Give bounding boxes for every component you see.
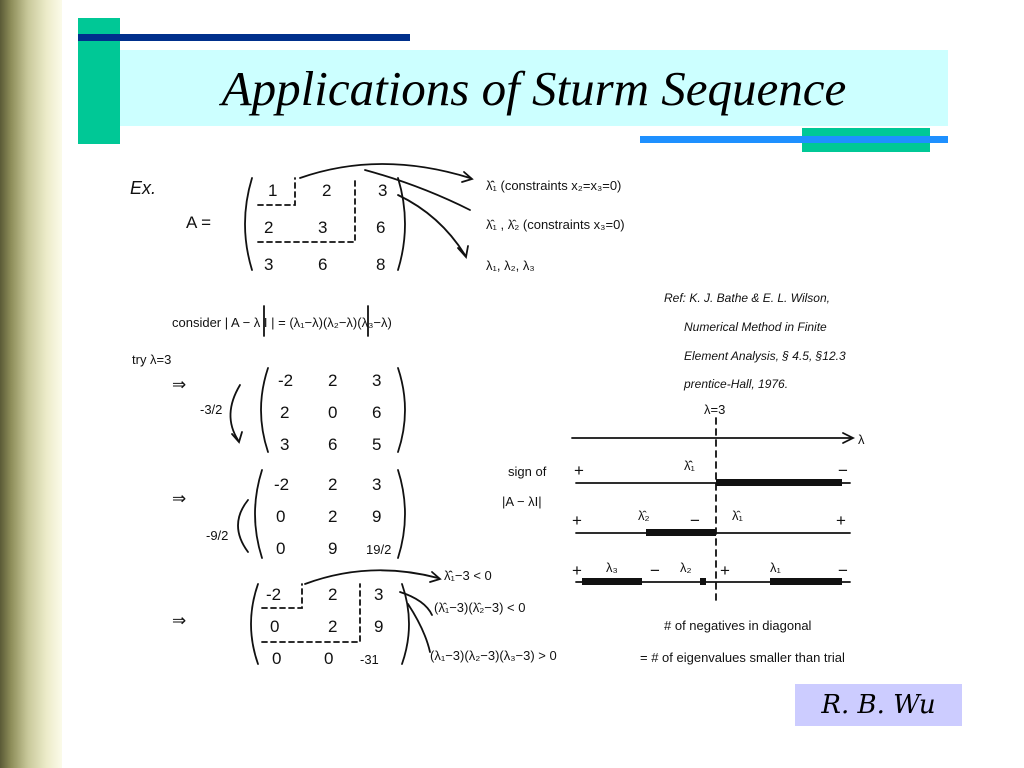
matrix-cell: 6 <box>328 435 337 454</box>
trial-label: λ=3 <box>704 402 725 417</box>
inequality: (λ₁−3)(λ₂−3)(λ₃−3) > 0 <box>430 648 557 663</box>
reference-line: prentice-Hall, 1976. <box>683 377 788 391</box>
sign-minus: − <box>690 511 700 530</box>
sign-plus: + <box>572 511 582 530</box>
sign-plus: + <box>572 561 582 580</box>
matrix-cell: 2 <box>328 371 337 390</box>
consider-equation: consider | A − λ I | = (λ₁−λ)(λ₂−λ)(λ₃−λ… <box>172 315 392 330</box>
matrix-cell: 2 <box>280 403 289 422</box>
matrix-cell: 6 <box>372 403 381 422</box>
matrix-cell: 3 <box>372 475 381 494</box>
sign-plus: + <box>720 561 730 580</box>
matrix-cell: 9 <box>328 539 337 558</box>
matrix-cell: 9 <box>372 507 381 526</box>
matrix-cell: 3 <box>318 218 327 237</box>
matrix-cell: 2 <box>328 475 337 494</box>
matrix-cell: -31 <box>360 652 379 667</box>
matrix-cell: 3 <box>374 585 383 604</box>
matrix-cell: 8 <box>376 255 385 274</box>
try-label: try λ=3 <box>132 352 171 367</box>
matrix-cell: 6 <box>318 255 327 274</box>
eigen-note: λ̂₁ , λ̂₂ (constraints x₃=0) <box>486 217 625 232</box>
matrix-cell: -2 <box>278 371 293 390</box>
title-banner: Applications of Sturm Sequence <box>120 50 948 126</box>
eigen-marker: λ₂ <box>680 560 692 575</box>
implies-arrow: ⇒ <box>172 489 186 508</box>
implies-arrow: ⇒ <box>172 611 186 630</box>
sign-minus: − <box>838 561 848 580</box>
count-note: = # of eigenvalues smaller than trial <box>640 650 845 665</box>
author-credit: R. B. Wu <box>795 684 962 726</box>
eigen-marker: λ̂₁ <box>732 508 744 523</box>
row-multiplier: -9/2 <box>206 528 228 543</box>
blue-accent-line <box>640 136 948 143</box>
matrix-cell: 9 <box>374 617 383 636</box>
matrix-cell: 0 <box>270 617 279 636</box>
matrix-cell: 5 <box>372 435 381 454</box>
matrix-cell: 3 <box>372 371 381 390</box>
matrix-cell: 2 <box>328 585 337 604</box>
inequality: (λ̂₁−3)(λ̂₂−3) < 0 <box>434 600 525 615</box>
matrix-cell: 3 <box>280 435 289 454</box>
reference-line: Ref: K. J. Bathe & E. L. Wilson, <box>664 291 830 305</box>
matrix-cell: 0 <box>276 507 285 526</box>
navy-accent-line <box>78 34 410 41</box>
left-gradient-bar <box>0 0 62 768</box>
eigen-note: λ₁, λ₂, λ₃ <box>486 258 535 273</box>
axis-label: λ <box>858 432 865 447</box>
matrix-cell: 2 <box>264 218 273 237</box>
eigen-marker: λ₃ <box>606 560 618 575</box>
inequality: λ̂̂₁−3 < 0 <box>444 568 492 583</box>
matrix-cell: 0 <box>324 649 333 668</box>
matrix-cell: 3 <box>264 255 273 274</box>
eigen-marker: λ̂₂ <box>638 508 650 523</box>
eigen-marker: λ̂̂₁ <box>684 458 696 473</box>
sign-label: |A − λI| <box>502 494 542 509</box>
sign-label: sign of <box>508 464 547 479</box>
sign-plus: + <box>574 461 584 480</box>
matrix-cell: 19/2 <box>366 542 391 557</box>
matrix-cell: 6 <box>376 218 385 237</box>
matrix-cell: -2 <box>266 585 281 604</box>
matrix-cell: -2 <box>274 475 289 494</box>
sign-plus: + <box>836 511 846 530</box>
matrix-label: A = <box>186 213 211 232</box>
example-label: Ex. <box>130 178 156 198</box>
matrix-cell: 0 <box>328 403 337 422</box>
sign-minus: − <box>838 461 848 480</box>
eigen-marker: λ₁ <box>770 560 782 575</box>
matrix-cell: 0 <box>272 649 281 668</box>
reference-line: Numerical Method in Finite <box>684 320 827 334</box>
reference-line: Element Analysis, § 4.5, §12.3 <box>684 349 846 363</box>
matrix-cell: 0 <box>276 539 285 558</box>
slide-title: Applications of Sturm Sequence <box>221 60 847 116</box>
sign-minus: − <box>650 561 660 580</box>
implies-arrow: ⇒ <box>172 375 186 394</box>
count-note: # of negatives in diagonal <box>664 618 812 633</box>
matrix-cell: 2 <box>322 181 331 200</box>
matrix-cell: 2 <box>328 507 337 526</box>
matrix-cell: 1 <box>268 181 277 200</box>
matrix-cell: 3 <box>378 181 387 200</box>
matrix-cell: 2 <box>328 617 337 636</box>
row-multiplier: -3/2 <box>200 402 222 417</box>
eigen-note: λ̂̂₁ (constraints x₂=x₃=0) <box>486 178 621 193</box>
